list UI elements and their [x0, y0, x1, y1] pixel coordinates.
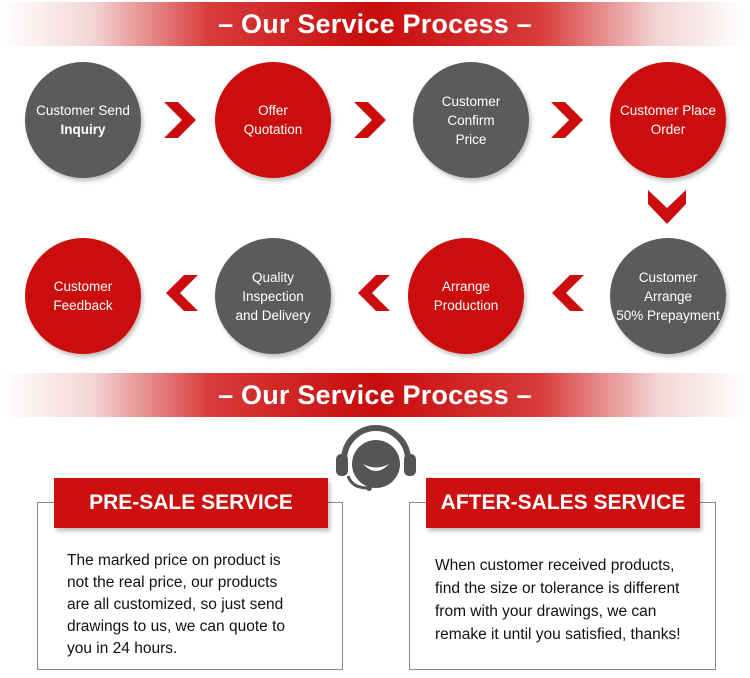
after-sales-line: find the size or tolerance is different	[435, 580, 680, 597]
step-4-line1: Customer Place	[619, 103, 717, 118]
step-4-line2: Order	[650, 122, 686, 137]
step-2-line2: Quotation	[243, 122, 303, 137]
middle-banner-title: – Our Service Process –	[218, 379, 532, 410]
after-sales-title: AFTER-SALES SERVICE	[426, 478, 700, 528]
pre-sale-line: you in 24 hours.	[67, 640, 178, 657]
pre-sale-line: drawings to us, we can quote to	[67, 618, 285, 635]
chevron-right-icon	[164, 102, 196, 138]
step-customer-arrange-prepayment: Customer Arrange 50% Prepayment	[610, 238, 726, 354]
step-8-line2: Feedback	[53, 298, 113, 313]
chevron-left-icon	[552, 275, 584, 311]
step-5-line1: Customer Arrange	[638, 269, 698, 304]
headset-smile-icon	[336, 425, 416, 491]
step-6-line1: Arrange	[441, 279, 491, 294]
step-7-line2: and Delivery	[235, 307, 311, 323]
middle-banner: – Our Service Process –	[2, 373, 748, 417]
step-3-line2: Price	[455, 131, 487, 147]
step-1-line2: Inquiry	[60, 122, 106, 137]
pre-sale-title: PRE-SALE SERVICE	[54, 478, 328, 528]
step-8-line1: Customer	[53, 279, 113, 294]
step-3-line1: Customer Confirm	[441, 93, 501, 128]
step-7-line1: Quality Inspection	[242, 269, 304, 304]
chevron-down-icon	[648, 190, 686, 224]
pre-sale-title-text: PRE-SALE SERVICE	[89, 491, 293, 514]
chevron-right-icon	[354, 102, 386, 138]
pre-sale-line: The marked price on product is	[67, 552, 281, 569]
pre-sale-text: The marked price on product is not the r…	[67, 550, 332, 660]
step-1-line1: Customer Send	[36, 103, 130, 118]
after-sales-line: from with your drawings, we can	[435, 603, 657, 620]
chevron-right-icon	[551, 102, 583, 138]
step-2-line1: Offer	[258, 103, 288, 118]
chevron-left-icon	[358, 275, 390, 311]
step-6-line2: Production	[433, 298, 499, 313]
pre-sale-line: are all customized, so just send	[67, 596, 284, 613]
after-sales-text: When customer received products, find th…	[435, 554, 710, 646]
top-banner: – Our Service Process –	[2, 2, 748, 46]
after-sales-line: remake it until you satisfied, thanks!	[435, 626, 681, 643]
after-sales-title-text: AFTER-SALES SERVICE	[440, 491, 686, 514]
pre-sale-box	[37, 502, 343, 670]
chevron-left-icon	[166, 275, 198, 311]
after-sales-line: When customer received products,	[435, 557, 675, 574]
top-banner-title: – Our Service Process –	[218, 8, 532, 39]
after-sales-box	[409, 502, 716, 670]
step-5-line2: 50% Prepayment	[616, 307, 720, 323]
step-quality-inspection-delivery: Quality Inspection and Delivery	[215, 238, 331, 354]
pre-sale-line: not the real price, our products	[67, 574, 278, 591]
